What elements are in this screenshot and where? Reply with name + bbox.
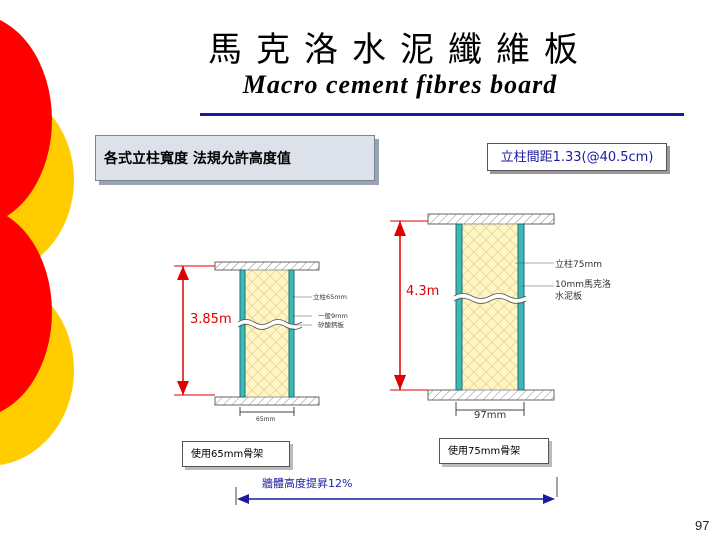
left-caption: 使用65mm骨架 <box>182 441 290 467</box>
page-number: 97 <box>695 518 710 533</box>
right-caption: 使用75mm骨架 <box>439 438 549 464</box>
right-top-track <box>427 213 555 225</box>
right-board-label-2: 水泥板 <box>555 290 582 302</box>
left-bottom-track <box>214 396 320 406</box>
increase-arrow <box>235 477 558 505</box>
left-width-label: 65mm <box>256 416 275 423</box>
left-gap-label: 一般9mm <box>318 311 348 320</box>
decorative-circles <box>0 20 74 466</box>
right-wall-section: 4.3m 97mm 立柱75mm 10mm馬克洛 水泥板 <box>390 213 611 421</box>
left-wall-core <box>243 269 291 398</box>
right-height-label: 4.3m <box>406 284 439 299</box>
right-bottom-track <box>427 389 555 401</box>
left-wall-section: 3.85m 65mm 立柱65mm 一般9mm 矽酸鈣板 <box>174 261 348 423</box>
left-board-label: 矽酸鈣板 <box>318 320 345 329</box>
left-top-track <box>214 261 320 271</box>
left-stud-label: 立柱65mm <box>313 292 347 301</box>
right-board-left <box>455 223 463 391</box>
title-english: Macro cement fibres board <box>242 70 558 99</box>
right-board-label-1: 10mm馬克洛 <box>555 278 611 290</box>
right-board-right <box>517 223 525 391</box>
title-chinese: 馬克洛水泥纖維板 <box>208 30 592 70</box>
left-height-label: 3.85m <box>190 312 232 327</box>
right-width-label: 97mm <box>474 410 506 421</box>
left-board-right <box>288 269 295 398</box>
header-box: 各式立柱寬度 法規允許高度值 <box>95 135 375 181</box>
title-underline <box>200 113 684 116</box>
right-wall-core <box>460 223 520 391</box>
left-board-left <box>239 269 246 398</box>
height-increase-note: 牆體高度提昇12% <box>262 477 353 490</box>
right-stud-label: 立柱75mm <box>555 258 602 270</box>
stud-spacing-note: 立柱間距1.33(@40.5cm) <box>487 143 667 171</box>
